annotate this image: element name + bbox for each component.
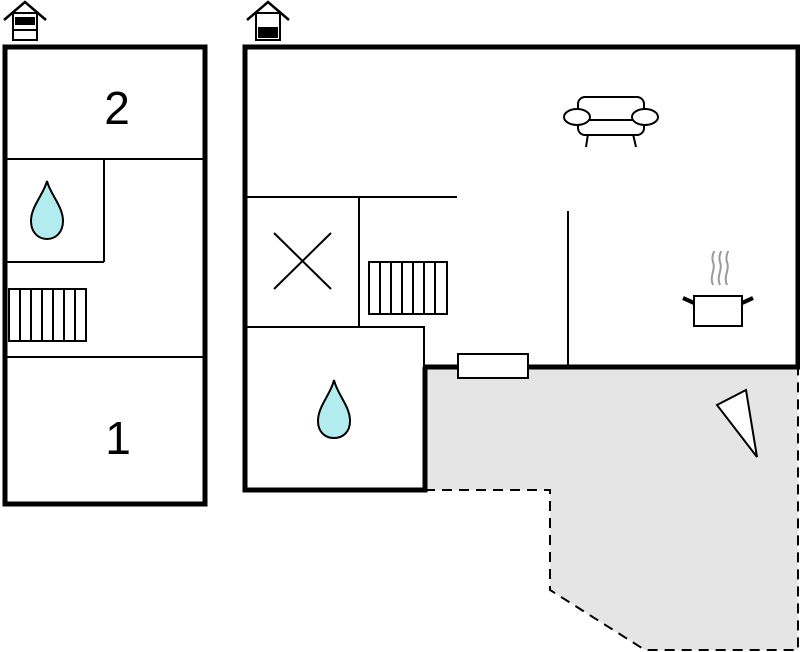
water-drop-icon: [29, 180, 65, 241]
cooking-pot-icon: [682, 250, 754, 327]
x-mark-icon: [273, 232, 332, 290]
radiator-icon: [368, 261, 448, 315]
sofa-icon: [563, 96, 659, 148]
house-ground-floor-icon: [246, 0, 290, 41]
ground-floor-plan: [242, 44, 800, 651]
upper-floor-outline: [2, 44, 208, 507]
room-number-1: 1: [105, 412, 131, 464]
water-drop-icon: [316, 379, 352, 440]
compass-north-icon: [715, 388, 758, 458]
house-upper-floor-icon: [3, 0, 47, 41]
terrace-outline: [425, 367, 799, 651]
upper-floor-plan: 2 1: [2, 44, 208, 507]
radiator-icon: [8, 288, 87, 342]
outer-wall: [242, 44, 800, 493]
terrace-area: [425, 367, 798, 650]
window-icon: [457, 353, 529, 379]
room-number-2: 2: [104, 82, 130, 134]
